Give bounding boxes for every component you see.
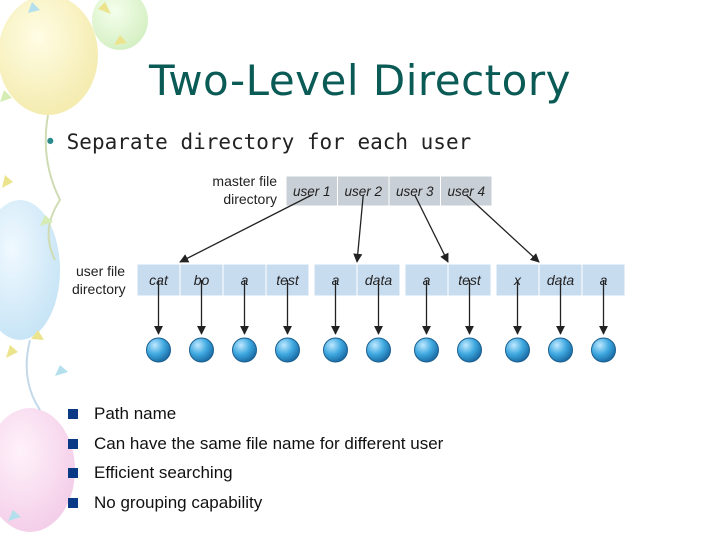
square-bullet-icon [68,438,78,449]
pointer-arrows [153,194,609,335]
two-level-directory-diagram: master file directory user 1 user 2 user 3… [70,168,632,368]
master-entry-label: user 1 [293,184,331,199]
bullet-text: Efficient searching [94,463,233,482]
slide-title: Two-Level Directory [149,56,571,105]
square-bullet-icon [68,409,78,419]
master-directory-entries: user 1 user 2 user 3 user 4 [285,175,493,207]
file-node-icon [457,337,482,363]
file-node-icon [591,337,616,363]
user-directory-entries: catboatestadataatestxdataa [136,263,626,297]
directory-pointer-arrow [465,194,540,263]
directory-tree-svg: master file directory user 1 user 2 user 3… [72,173,626,363]
directory-pointer-arrow [414,194,449,263]
file-node-icon [548,337,573,363]
master-entry-cell [440,175,493,207]
user-directory-label-line2: directory [72,281,126,297]
bullet-item: Path name [68,402,443,432]
bullet-item: No grouping capability [68,491,443,521]
bullet-text: Path name [94,404,177,423]
bullet-list: Path name Can have the same file name fo… [68,402,443,520]
directory-pointer-arrow [353,194,364,263]
file-node-icon [366,337,391,363]
master-entry-label: user 4 [447,184,485,199]
lead-bullet-text: Separate directory for each user [66,130,472,154]
master-directory-label-line2: directory [223,191,277,207]
bullet-item: Efficient searching [68,461,443,491]
bullet-text: No grouping capability [94,492,263,512]
master-entry-cell [388,175,441,207]
file-node-icon [505,337,530,363]
file-node-icon [146,337,171,363]
user-directory-label-line1: user file [76,263,125,279]
bullet-text: Can have the same file name for differen… [94,433,444,453]
file-node-icon [232,337,257,363]
directory-pointer-arrow [179,194,313,263]
master-entry-label: user 2 [344,184,382,199]
master-directory-label-line1: master file [212,173,277,189]
bullet-item: Can have the same file name for differen… [68,432,443,462]
lead-bullet: • Separate directory for each user [44,130,471,154]
square-bullet-icon [68,497,78,508]
file-node-icon [275,337,300,363]
file-nodes [146,337,616,363]
file-node-icon [189,337,214,363]
bullet-dot: • [44,130,57,154]
file-node-icon [323,337,348,363]
file-node-icon [414,337,439,363]
master-entry-label: user 3 [396,184,434,199]
square-bullet-icon [68,468,78,478]
